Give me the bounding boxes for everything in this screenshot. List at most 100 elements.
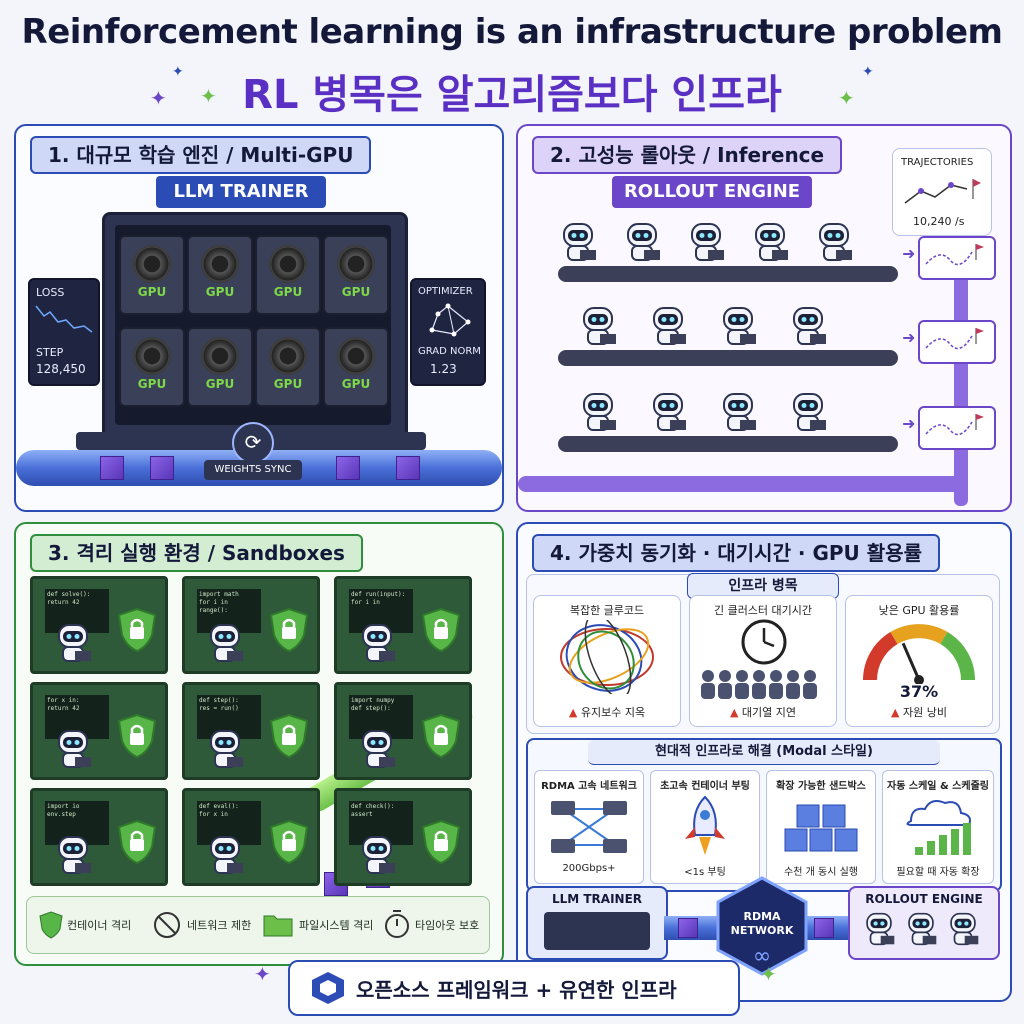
trajectory-path-icon — [925, 328, 984, 350]
sandbox-panel: 3. 격리 실행 환경 / Sandboxes 컨테이너 격리 네트워크 제한 … — [14, 522, 504, 966]
grad-norm-label: GRAD NORM — [418, 346, 481, 357]
conveyor-belt — [558, 350, 898, 366]
rdma-network-hub — [716, 876, 808, 976]
gpu-label: GPU — [341, 377, 371, 391]
timer-icon — [385, 910, 409, 938]
gpu-utilization-title: 낮은 GPU 활용률 — [878, 604, 960, 617]
sandbox-robot-icon — [205, 729, 245, 771]
rollout-robot-icon — [718, 306, 758, 348]
boot-card: 초고속 컨테이너 부팅 <1s 부팅 — [650, 770, 760, 884]
code-line: def run(input): — [351, 591, 406, 598]
weights-sync-label: WEIGHTS SYNC — [204, 460, 302, 480]
rollout-engine-banner: ROLLOUT ENGINE — [612, 176, 812, 208]
infra-panel-header: 4. 가중치 동기화 · 대기시간 · GPU 활용률 — [532, 534, 940, 572]
grad-norm-value: 1.23 — [430, 362, 457, 376]
arrow-right-icon: ➜ — [902, 244, 916, 263]
sandbox-legend: 컨테이너 격리 네트워크 제한 파일시스템 격리 타임아웃 보호 — [26, 896, 490, 954]
rdma-network-label: RDMA NETWORK — [730, 910, 794, 937]
rollout-robot-icon — [648, 392, 688, 434]
trajectories-rate: 10,240 /s — [913, 215, 965, 228]
page-title: Reinforcement learning is an infrastruct… — [21, 12, 1003, 52]
weights-cube-icon — [336, 456, 360, 480]
fan-icon — [201, 337, 239, 375]
trainer-panel: 1. 대규모 학습 엔진 / Multi-GPU LLM TRAINER GPU… — [14, 124, 504, 512]
gpu-label: GPU — [205, 285, 235, 299]
queue-note: 대기열 지연 — [741, 706, 797, 719]
autoscale-card: 자동 스케일 & 스케줄링 필요할 때 자동 확장 — [882, 770, 994, 884]
sandbox-robot-icon — [357, 729, 397, 771]
container-stack-icon — [784, 804, 858, 852]
arrow-right-icon: ➜ — [902, 414, 916, 433]
rollout-robot-icon — [904, 912, 938, 951]
boot-title: 초고속 컨테이너 부팅 — [660, 781, 750, 792]
legend-network: 네트워크 제한 — [187, 919, 252, 932]
boot-stat: <1s 부팅 — [684, 867, 726, 878]
trajectories-card: TRAJECTORIES 10,240 /s — [892, 148, 992, 236]
code-line: assert — [351, 811, 373, 818]
gpu-unit: GPU — [187, 327, 253, 407]
fan-icon — [133, 337, 171, 375]
net-trainer-box: LLM TRAINER — [526, 886, 668, 960]
queue-card: 긴 클러스터 대기시간 ▲ 대기열 지연 — [689, 595, 837, 727]
warning-icon: ▲ — [891, 706, 900, 719]
fan-icon — [269, 337, 307, 375]
sparkle-icon: ✦ — [150, 86, 167, 110]
code-line: for i in — [351, 599, 380, 606]
code-line: for x in — [199, 811, 228, 818]
trajectory-path-icon — [925, 414, 984, 436]
optimizer-monitor: OPTIMIZER GRAD NORM 1.23 — [410, 278, 486, 386]
autoscale-stat: 필요할 때 자동 확장 — [896, 867, 980, 878]
gauge-icon — [863, 624, 975, 684]
lock-shield-icon — [117, 713, 157, 759]
gpu-utilization-percent: 37% — [899, 682, 939, 701]
queue-people-icon — [701, 670, 817, 699]
legend-filesystem: 파일시스템 격리 — [299, 919, 374, 932]
page-subtitle: RL 병목은 알고리즘보다 인프라 — [242, 72, 782, 118]
cloud-scale-icon — [906, 800, 971, 855]
code-line: import math — [199, 591, 239, 598]
weights-cube-icon — [150, 456, 174, 480]
sandbox-container: import io env.step — [30, 788, 168, 886]
footer-banner: 오픈소스 프레임워크 + 유연한 인프라 — [288, 960, 740, 1016]
loss-curve-icon — [35, 305, 93, 333]
rollout-robot-icon — [862, 912, 896, 951]
sandbox-container: def run(input): for i in — [334, 576, 472, 674]
gpu-utilization-card: 낮은 GPU 활용률 37% ▲ 자원 낭비 — [845, 595, 993, 727]
fan-icon — [201, 245, 239, 283]
no-network-icon — [154, 912, 180, 938]
rollout-robot-icon — [686, 222, 726, 264]
gpu-label: GPU — [137, 285, 167, 299]
trainer-panel-header: 1. 대규모 학습 엔진 / Multi-GPU — [30, 136, 372, 174]
code-line: def step(): — [199, 697, 239, 704]
lock-shield-icon — [421, 819, 461, 865]
arrow-right-icon: ➜ — [902, 328, 916, 347]
code-line: import numpy — [351, 697, 395, 704]
glue-code-note: 유지보수 지옥 — [580, 706, 646, 719]
llm-trainer-banner: LLM TRAINER — [156, 176, 326, 208]
queue-title: 긴 클러스터 대기시간 — [713, 604, 813, 617]
gpu-label: GPU — [137, 377, 167, 391]
rollout-robot-icon — [578, 306, 618, 348]
sandbox-container: def solve(): return 42 — [30, 576, 168, 674]
sandbox-robot-icon — [53, 729, 93, 771]
fan-icon — [269, 245, 307, 283]
rollout-robot-icon — [578, 392, 618, 434]
rdma-title: RDMA 고속 네트워크 — [541, 781, 637, 792]
infinity-icon: ∞ — [752, 944, 772, 969]
gpu-unit: GPU — [323, 327, 389, 407]
net-rollout-label: ROLLOUT ENGINE — [865, 892, 983, 906]
fan-icon — [337, 245, 375, 283]
sync-icon: ⟳ — [232, 422, 274, 464]
solution-section: 현대적 인프라로 해결 (Modal 스타일) RDMA 고속 네트워크 200… — [526, 738, 1002, 892]
lock-shield-icon — [269, 713, 309, 759]
lock-shield-icon — [269, 607, 309, 653]
gpu-unit: GPU — [119, 327, 185, 407]
sparkle-icon: ✦ — [760, 962, 777, 986]
rollout-robot-icon — [558, 222, 598, 264]
tangled-wires-icon — [560, 620, 654, 694]
trajectory-path-icon — [925, 244, 984, 266]
trajectory-output-card — [918, 406, 996, 450]
gpu-utilization-note: 자원 낭비 — [902, 706, 947, 719]
sandbox-robot-icon — [205, 623, 245, 665]
